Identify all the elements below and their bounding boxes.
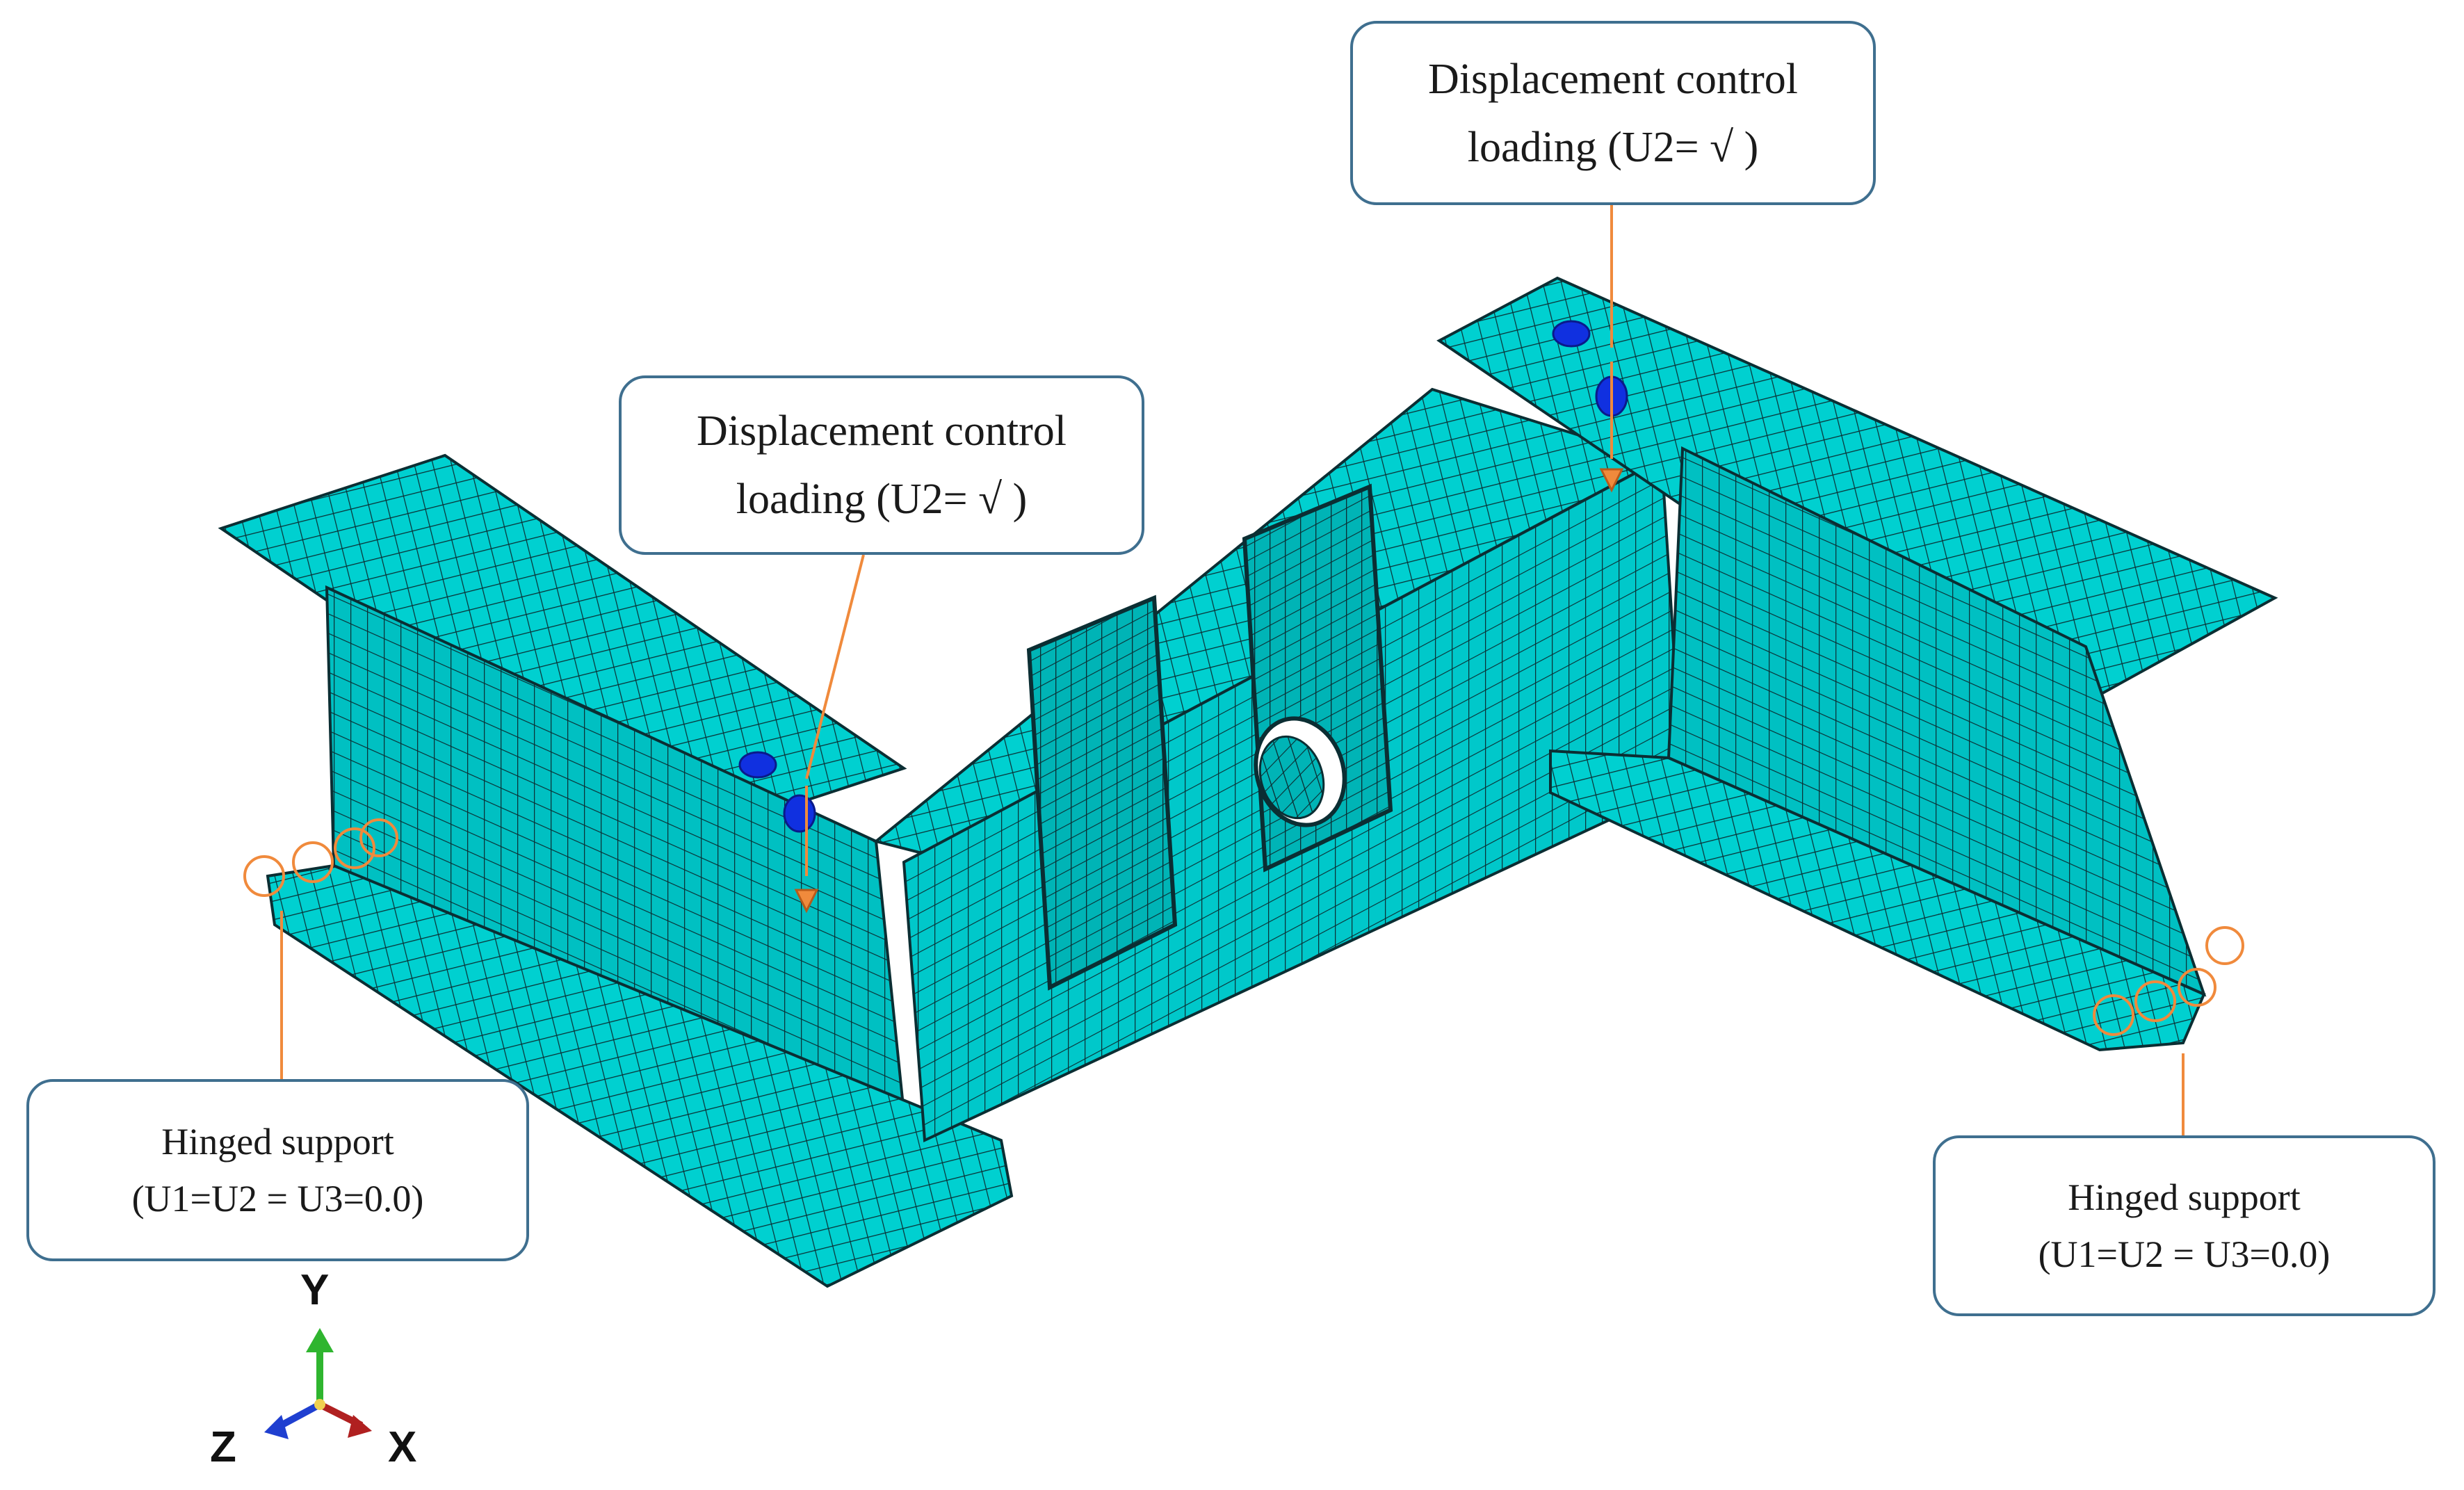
splice-plate-left: [1026, 594, 1178, 991]
axis-z-label: Z: [210, 1423, 236, 1471]
callout-support-left-line1: Hinged support: [161, 1121, 394, 1163]
load-symbol-mid: [738, 751, 819, 914]
callout-support-left: Hinged support (U1=U2 = U3=0.0): [26, 1079, 529, 1261]
hinge-symbols-left: [243, 818, 398, 897]
right-column-bottom-flange: [1549, 749, 2206, 1052]
hinge-symbols-right: [2093, 926, 2244, 1036]
callout-loading-mid-line1: Displacement control: [697, 407, 1067, 455]
left-column-bottom-flange: [266, 864, 1014, 1288]
callout-loading-mid: Displacement control loading (U2= √ ): [619, 375, 1144, 555]
callout-loading-top-right-line2: loading (U2= √ ): [1467, 123, 1759, 171]
load-symbol-top-right: [1552, 320, 1628, 493]
callout-loading-top-right-line1: Displacement control: [1428, 55, 1798, 103]
callout-support-right-line1: Hinged support: [2068, 1176, 2301, 1218]
callout-support-left-line2: (U1=U2 = U3=0.0): [131, 1178, 424, 1220]
callout-loading-top-right: Displacement control loading (U2= √ ): [1350, 21, 1876, 205]
web-opening-inner-mesh: [1258, 735, 1325, 820]
axis-triad: [264, 1328, 372, 1439]
leader-lines: [280, 205, 2185, 1135]
axis-y-label: Y: [300, 1266, 330, 1314]
callout-support-right: Hinged support (U1=U2 = U3=0.0): [1933, 1135, 2435, 1316]
callout-support-right-line2: (U1=U2 = U3=0.0): [2038, 1233, 2331, 1275]
callout-loading-mid-line2: loading (U2= √ ): [736, 476, 1028, 523]
axis-x-label: X: [388, 1423, 417, 1471]
